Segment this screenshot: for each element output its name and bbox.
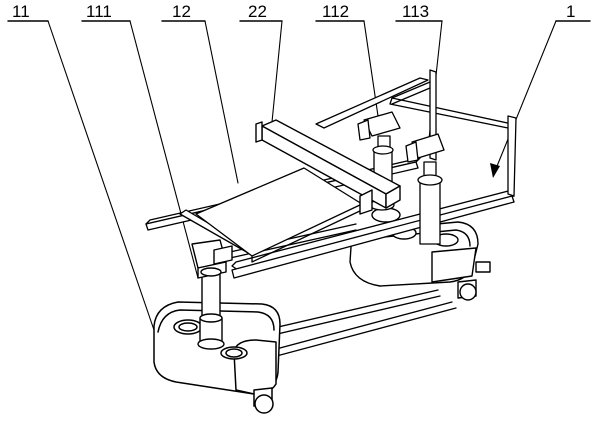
label-12: 12	[172, 2, 191, 21]
leader-22	[271, 20, 283, 123]
label-1: 1	[566, 2, 575, 21]
label-112: 112	[322, 2, 349, 21]
arrowhead-1	[490, 163, 500, 178]
label-22: 22	[248, 2, 267, 21]
leader-11	[47, 20, 155, 331]
label-111: 111	[86, 2, 112, 21]
leader-12	[204, 20, 239, 184]
leader-1	[492, 20, 557, 177]
label-11: 11	[12, 2, 30, 21]
front-column-111	[191, 239, 233, 350]
callout-labels: 11 111 12 22 112 113 1	[7, 2, 591, 22]
leader-111	[129, 20, 199, 279]
label-113: 113	[402, 2, 429, 21]
cross-board-22	[255, 119, 401, 215]
